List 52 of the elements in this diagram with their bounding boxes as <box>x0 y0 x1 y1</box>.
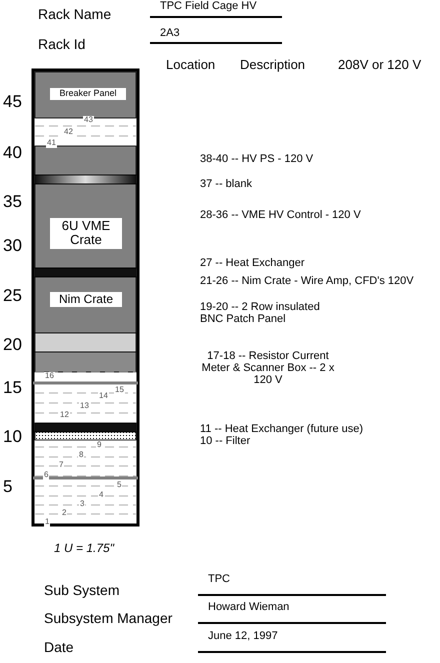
unit-number: 2 <box>61 509 68 518</box>
unit-number: 12 <box>59 411 70 420</box>
field-label: Rack Name <box>38 7 112 22</box>
unit-number: 4 <box>98 491 104 500</box>
rack-description: 10 -- Filter <box>200 435 250 448</box>
unit-number: 14 <box>98 392 109 401</box>
label-plate: Nim Crate <box>50 292 122 308</box>
unit-number: 8 <box>78 451 84 460</box>
rack-description: 11 -- Heat Exchanger (future use) <box>200 423 364 436</box>
field-label: Date <box>44 640 74 656</box>
rack-description: 21-26 -- Nim Crate - Wire Amp, CFD's 120V <box>200 275 414 288</box>
field-value: June 12, 1997 <box>208 630 278 642</box>
unit-number: 16 <box>44 372 55 381</box>
rack-description: 27 -- Heat Exchanger <box>200 257 305 270</box>
scale-number: 15 <box>3 379 22 398</box>
field-label: Sub System <box>44 583 120 598</box>
field-label: Subsystem Manager <box>44 611 172 626</box>
field-value: TPC <box>208 573 230 586</box>
scale-number: 25 <box>3 287 22 306</box>
unit-number: 9 <box>96 441 102 450</box>
scale-number: 30 <box>3 237 22 256</box>
scale-number: 40 <box>3 144 22 163</box>
rack-description: 37 -- blank <box>200 178 252 190</box>
unit-number: 43 <box>83 116 94 125</box>
scale-number: 20 <box>3 336 22 355</box>
unit-number: 6 <box>43 471 50 480</box>
field-label: Rack Id <box>38 37 86 52</box>
unit-number: 1 <box>44 518 50 527</box>
column-header: Description <box>240 58 306 72</box>
rack-description: 38-40 -- HV PS - 120 V <box>200 153 314 166</box>
unit-number: 42 <box>63 128 74 137</box>
field-value: Howard Wieman <box>208 601 290 614</box>
scale-note: 1 U = 1.75" <box>54 542 114 556</box>
unit-number: 7 <box>58 461 64 470</box>
unit-number: 3 <box>79 500 86 509</box>
column-header: 208V or 120 V <box>338 58 422 72</box>
unit-number: 13 <box>79 402 90 411</box>
scale-number: 10 <box>3 428 22 447</box>
column-header: Location <box>166 58 216 72</box>
label-plate: Breaker Panel <box>50 88 126 100</box>
rack-description: 28-36 -- VME HV Control - 120 V <box>200 209 361 222</box>
scale-number: 35 <box>3 193 22 212</box>
label-plate: 6U VME Crate <box>50 218 122 249</box>
rack-description: 17-18 -- Resistor Current Meter & Scanner Box -- 2 x 120 V <box>200 350 336 386</box>
field-value: TPC Field Cage HV <box>160 0 257 12</box>
unit-number: 41 <box>46 139 57 148</box>
unit-number: 15 <box>114 386 125 395</box>
field-value: 2A3 <box>160 27 180 40</box>
rack-description: 19-20 -- 2 Row insulated BNC Patch Panel <box>200 301 321 326</box>
scale-number: 5 <box>3 478 12 497</box>
scale-number: 45 <box>3 93 22 112</box>
unit-number: 5 <box>116 481 122 490</box>
